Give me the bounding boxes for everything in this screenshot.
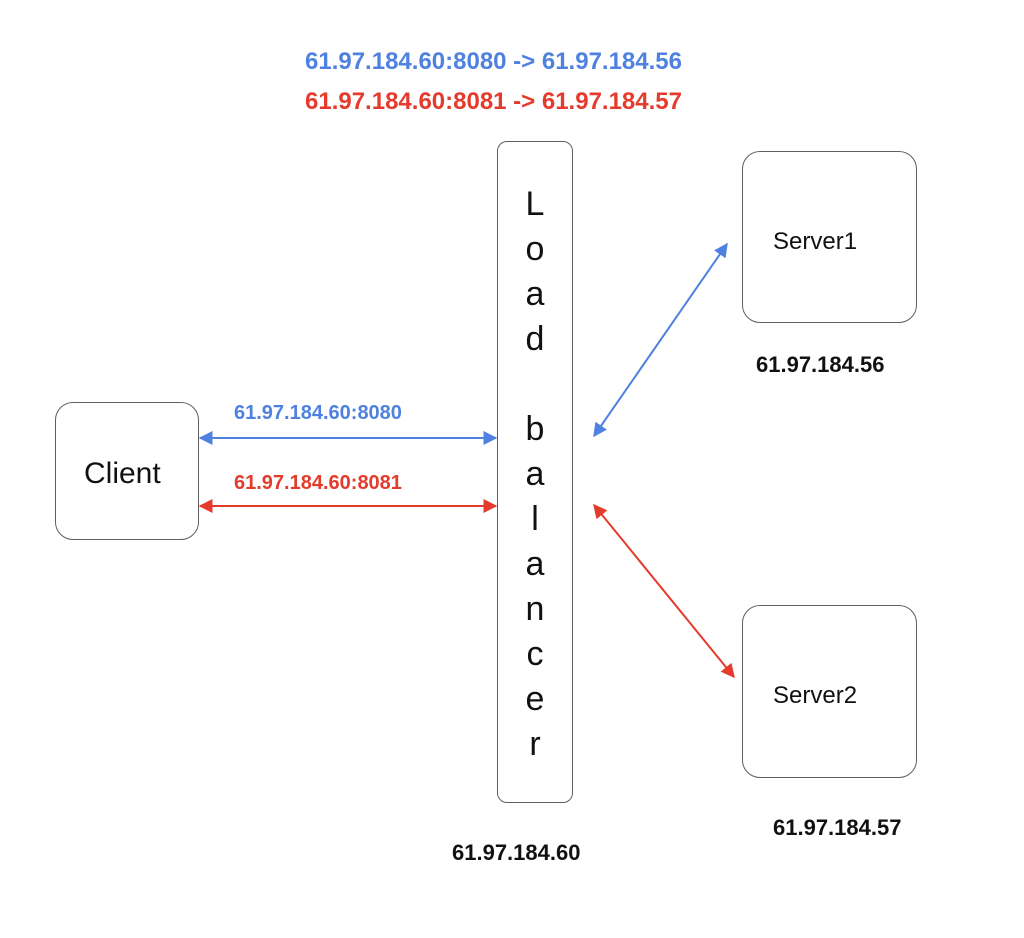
link-label-blue: 61.97.184.60:8080 (234, 402, 402, 424)
load-balancer-label-letter: c (526, 635, 544, 673)
server1-ip: 61.97.184.56 (756, 352, 885, 377)
load-balancer-label-letter: a (525, 545, 545, 583)
load-balancer-label-letter: o (525, 230, 545, 268)
server2-node: Server2 (742, 605, 917, 778)
client-node: Client (55, 402, 199, 540)
mapping-rule-red: 61.97.184.60:8081 -> 61.97.184.57 (305, 88, 682, 115)
server1-label: Server1 (773, 228, 858, 255)
lb-server2-red-arrow (593, 503, 735, 679)
load-balancer-label-letter: l (531, 500, 539, 538)
client-label: Client (84, 457, 161, 490)
load-balancer-label-letter: a (525, 455, 545, 493)
link-label-red: 61.97.184.60:8081 (234, 472, 402, 494)
mapping-rule-blue: 61.97.184.60:8080 -> 61.97.184.56 (305, 48, 682, 75)
load-balancer-ip: 61.97.184.60 (452, 840, 581, 865)
load-balancer-label-gap (498, 368, 572, 413)
server1-node: Server1 (742, 151, 917, 323)
load-balancer-label-letter: a (525, 275, 545, 313)
load-balancer-node (497, 141, 573, 803)
lb-server1-blue-arrow (593, 242, 728, 438)
load-balancer-label-letter: n (525, 590, 545, 628)
load-balancer-label-letter: d (525, 320, 545, 358)
server2-ip: 61.97.184.57 (773, 815, 902, 840)
load-balancer-label-letter: e (525, 680, 545, 718)
load-balancer-label-letter: b (525, 410, 545, 448)
load-balancer-label-letter: L (525, 185, 545, 223)
server2-label: Server2 (773, 682, 858, 709)
load-balancer-label-letter: r (529, 725, 541, 763)
